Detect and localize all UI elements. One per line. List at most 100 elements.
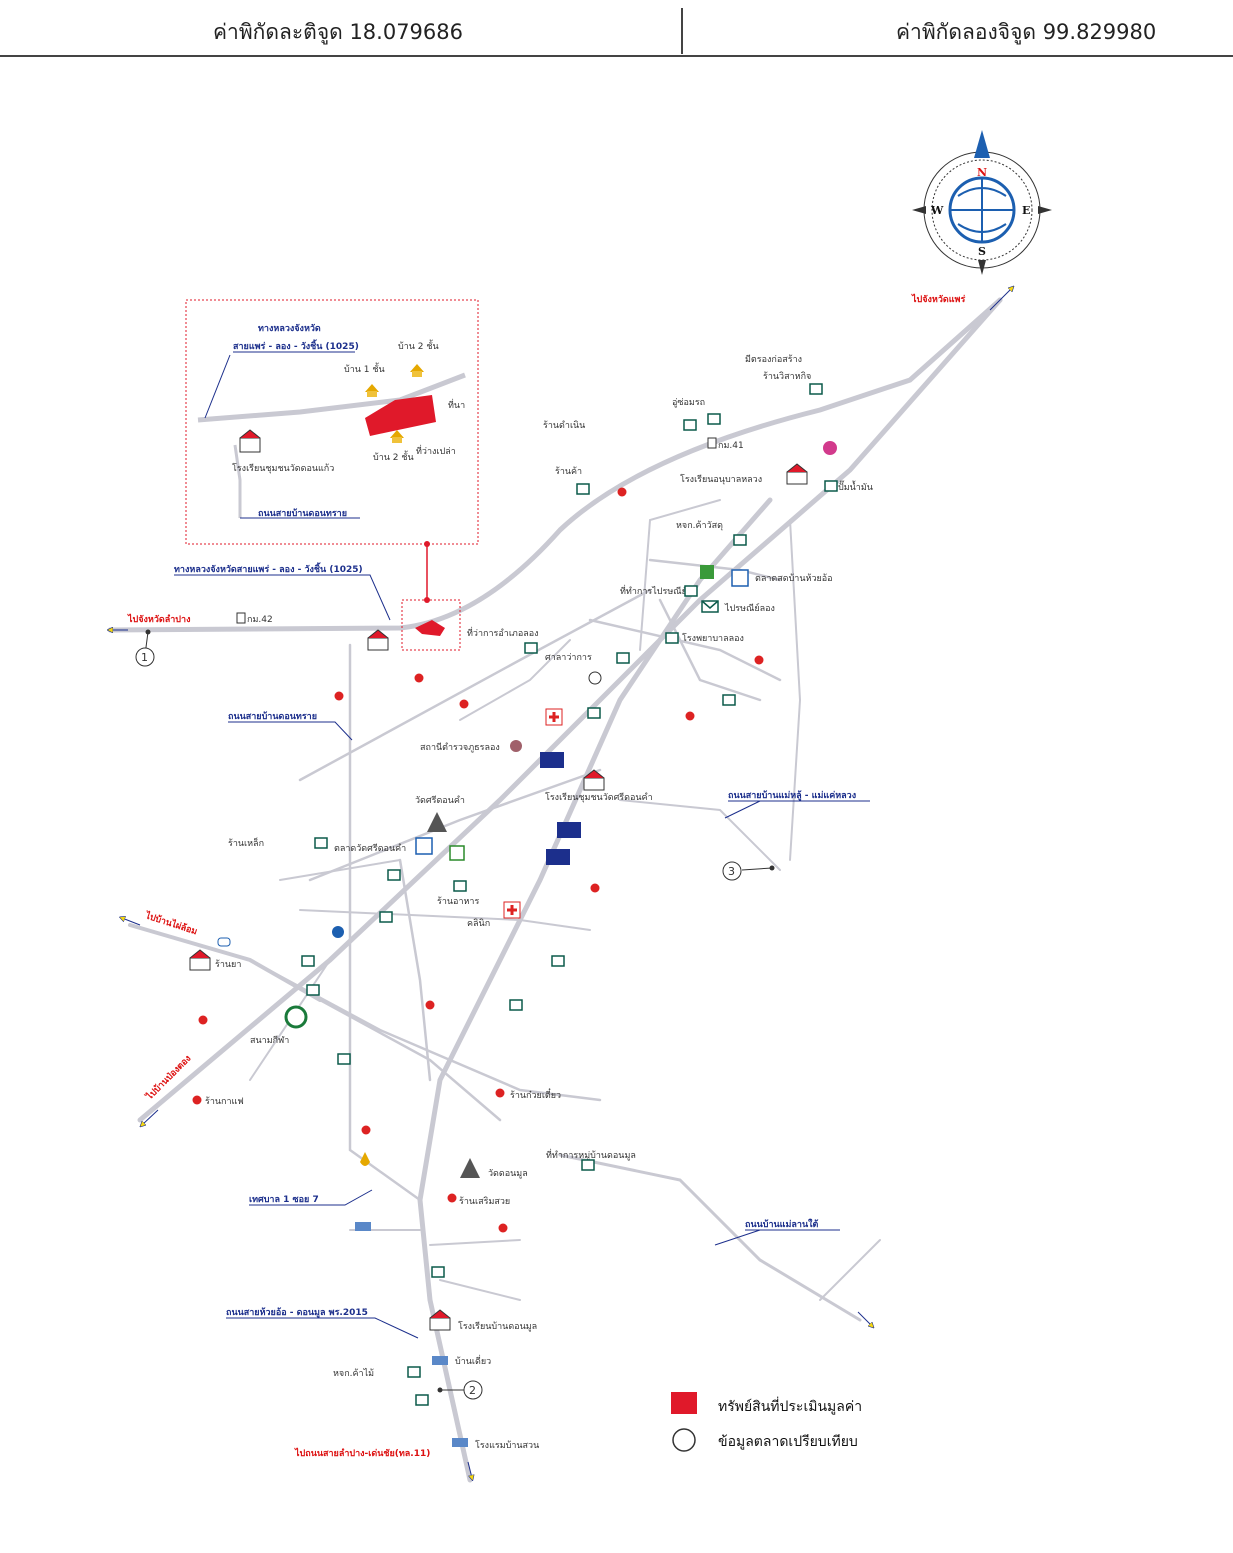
shop-icon	[684, 585, 698, 597]
place-labels: มีตรองก่อสร้าง ร้านวิสาหกิจ อู่ซ่อมรถ ร้…	[205, 354, 873, 1451]
restaurant-icon	[754, 655, 764, 665]
compass-rose: N S E W	[912, 130, 1052, 275]
place-label: ร้านเสริมสวย	[459, 1196, 510, 1207]
label-mae-lu: ถนนสายบ้านแม่หลู้ - แม่แค่หลวง	[728, 790, 856, 801]
place-label: โรงเรียนอนุบาลหลวง	[680, 474, 762, 485]
inset-map: ทางหลวงจังหวัด สายแพร่ - ลอง - วังชิ้น (…	[185, 299, 479, 545]
temple-icon	[460, 1158, 480, 1178]
place-label: หจก.ค้าวัสดุ	[676, 520, 723, 531]
inset-field: ที่นา	[448, 398, 465, 411]
compass-w: W	[930, 204, 944, 217]
shop-icon	[509, 999, 523, 1011]
truck-icon	[355, 1222, 371, 1231]
longitude-label: ค่าพิกัดลองจิจูด 99.829980	[896, 20, 1157, 44]
store-711-icon	[449, 845, 465, 861]
label-to-lampang: ไปจังหวัดลำปาง	[127, 613, 190, 625]
latitude-label: ค่าพิกัดละติจูด 18.079686	[213, 20, 464, 44]
compass-s: S	[978, 245, 986, 258]
label-mae-lan: ถนนบ้านแม่ลานใต้	[745, 1218, 819, 1230]
temple-icons	[427, 812, 480, 1178]
restaurant-icon	[498, 1223, 508, 1233]
label-hw1025: ทางหลวงจังหวัดสายแพร่ - ลอง - วังชิ้น (1…	[174, 562, 363, 575]
shop-icon	[415, 1394, 429, 1406]
header-divider	[681, 8, 683, 54]
place-label: ร้านก๋วยเตี๋ยว	[510, 1088, 561, 1101]
place-label: โรงเรียนบ้านดอนมูล	[458, 1321, 537, 1332]
shop-icon	[524, 642, 538, 654]
place-label: สนามกีฬา	[250, 1035, 289, 1046]
place-label: โรงเรียนชุมชนวัดศรีดอนคำ	[545, 792, 653, 803]
place-label: โรงพยาบาลลอง	[682, 633, 744, 644]
legend-subject-swatch	[671, 1392, 697, 1414]
government-icon	[546, 849, 570, 865]
hospital-icons	[503, 708, 563, 919]
shop-icon	[824, 480, 838, 492]
restaurant-icon	[425, 1000, 435, 1010]
arrow-to-highway11-icon	[467, 1461, 472, 1478]
school-icon	[429, 1309, 451, 1331]
restaurant-icon	[334, 691, 344, 701]
place-label: ร้านดำเนิน	[543, 420, 585, 431]
arrow-to-phrae-icon	[989, 288, 1012, 311]
school-icon	[189, 949, 211, 971]
shop-icon	[387, 869, 401, 881]
restaurant-icon	[192, 1095, 202, 1105]
road-network	[107, 297, 1003, 1483]
inset-school: โรงเรียนชุมชนวัดดอนแก้ว	[232, 463, 334, 474]
km-marker-41: กม.41	[718, 441, 744, 451]
restaurant-icon	[414, 673, 424, 683]
inset-house2b: บ้าน 2 ชั้น	[373, 450, 414, 463]
place-label: วัดดอนมูล	[488, 1169, 528, 1179]
fuel-station-icon	[823, 441, 837, 455]
place-label: สถานีตำรวจภูธรลอง	[420, 742, 500, 753]
train-icon	[588, 671, 602, 685]
shop-icon	[733, 534, 747, 546]
header-bar: ค่าพิกัดละติจูด 18.079686 ค่าพิกัดลองจิจ…	[0, 0, 1233, 58]
label-huai-o: ถนนสายห้วยอ้อ - ดอนมูล พร.2015	[226, 1307, 368, 1318]
place-label: ร้านเหล็ก	[228, 836, 264, 849]
school-icon	[583, 769, 605, 791]
government-icons	[540, 752, 581, 865]
comparable-2: 2	[437, 1380, 483, 1400]
school-icons	[189, 463, 808, 1331]
place-label: อู่ซ่อมรถ	[672, 398, 705, 408]
school-icon	[239, 429, 261, 453]
subject-locator-box	[401, 599, 461, 651]
place-label: ศาลาว่าการ	[545, 653, 592, 663]
police-icon	[510, 740, 522, 752]
market-icon	[415, 837, 433, 855]
shop-icon	[722, 694, 736, 706]
bank-icon	[332, 926, 344, 938]
inset-vacant: ที่ว่างเปล่า	[416, 444, 456, 457]
comparable-1: 1	[135, 629, 155, 667]
place-label: ตลาดวัดศรีดอนคำ	[334, 843, 406, 854]
inset-highway-line1: ทางหลวงจังหวัด	[258, 323, 321, 334]
inset-road-label: ถนนสายบ้านดอนทราย	[258, 508, 347, 519]
svg-text:2: 2	[469, 1384, 476, 1397]
inset-house2: บ้าน 2 ชั้น	[398, 339, 439, 352]
gas-station-small-icon	[217, 937, 231, 947]
temple-icon	[427, 812, 447, 832]
arrow-to-banpailom-icon	[122, 918, 141, 926]
shop-icon	[587, 707, 601, 719]
place-label: ร้านยา	[215, 959, 241, 970]
restaurant-icon	[447, 1193, 457, 1203]
place-label: โรงแรมบ้านสวน	[475, 1440, 539, 1451]
km-marker-42: กม.42	[247, 615, 273, 625]
place-label: ร้านกาแฟ	[205, 1096, 244, 1107]
compass-n: N	[977, 166, 987, 179]
compass-e: E	[1022, 204, 1030, 217]
truck-icon	[452, 1438, 468, 1447]
place-label: ร้านอาหาร	[437, 896, 479, 907]
fuel-drop-icon	[360, 1152, 370, 1166]
shop-icon	[616, 652, 630, 664]
truck-icon	[432, 1356, 448, 1365]
shop-icon	[683, 419, 697, 431]
place-label: ที่ว่าการอำเภอลอง	[467, 626, 539, 639]
place-label: ที่ทำการหมู่บ้านดอนมูล	[546, 1148, 636, 1161]
shop-icon	[314, 837, 328, 849]
shop-icon	[431, 1266, 445, 1278]
shop-icon	[453, 880, 467, 892]
place-label: ตลาดสดบ้านห้วยอ้อ	[755, 573, 833, 584]
school-icon	[367, 629, 389, 651]
